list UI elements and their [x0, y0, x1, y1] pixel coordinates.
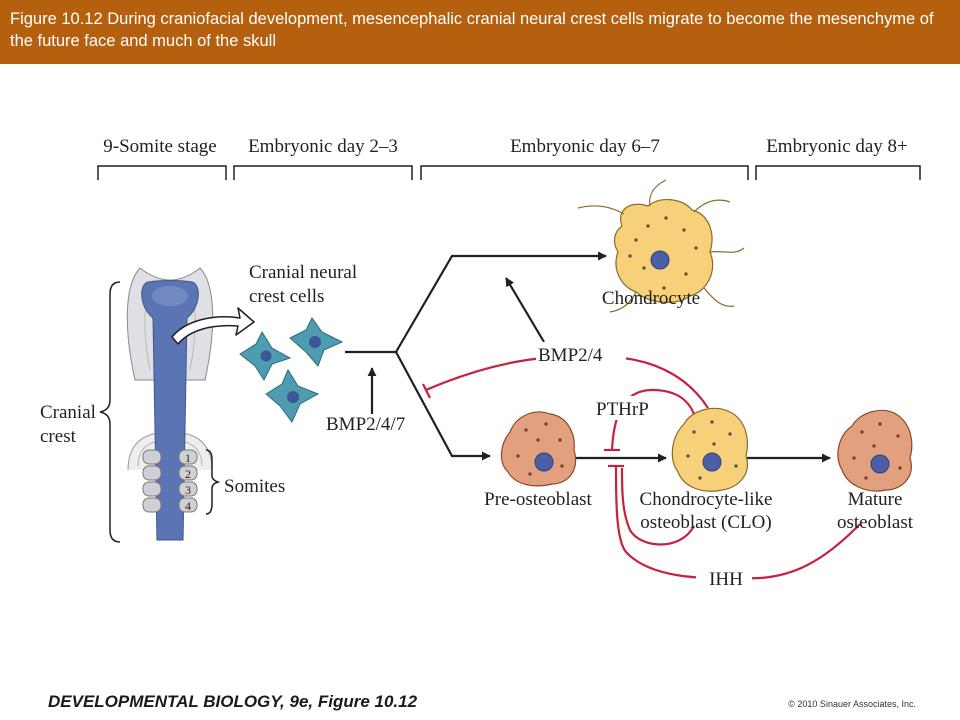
cranial-neural-crest-label: Cranial neural: [249, 262, 357, 283]
neural-tube-highlight: [152, 286, 188, 306]
pthrp-inhibition: [610, 388, 698, 451]
somite-left: [142, 481, 162, 497]
pathway-to-chondrocyte: [395, 251, 607, 353]
ihh-label: IHH: [709, 569, 743, 590]
chondrocyte-cell: [577, 179, 745, 313]
somites: 1 2 3 4: [142, 449, 221, 515]
nucleus: [870, 454, 890, 474]
stage-label: Embryonic day 8+: [766, 136, 908, 157]
mature-osteoblast-label: Mature: [848, 489, 903, 510]
stage-headers: 9-Somite stage Embryonic day 2–3 Embryon…: [97, 136, 921, 180]
migration-arrow: [171, 307, 255, 345]
stage-bracket: [420, 165, 749, 180]
nucleus: [260, 350, 272, 362]
mature-osteoblast-cell: [837, 409, 913, 492]
cranial-crest-bracket: [99, 281, 121, 543]
pre-osteoblast-cell: [500, 411, 577, 487]
somite-right: [178, 465, 198, 481]
ihh-inhibition: [614, 465, 861, 580]
somite-right: [178, 449, 198, 465]
stage-bracket: [97, 165, 227, 180]
somite-number: 3: [185, 483, 191, 497]
clo-pthrp-loop: [620, 467, 695, 546]
stage-bracket: [233, 165, 413, 180]
nucleus: [287, 391, 299, 403]
inhibition-bar: [422, 383, 431, 399]
somite-left: [142, 449, 162, 465]
somite-left: [142, 465, 162, 481]
somite-number: 4: [185, 499, 191, 513]
clo-cell: [671, 407, 749, 492]
figure-caption: Figure 10.12 During craniofacial develop…: [10, 10, 934, 50]
nucleus: [650, 250, 670, 270]
cranial-crest-label: Cranial: [40, 402, 96, 423]
bmp24-label: BMP2/4: [538, 345, 603, 366]
stage-label: Embryonic day 2–3: [248, 136, 398, 157]
somite-number: 1: [185, 451, 191, 465]
chondrocyte-label: Chondrocyte: [602, 288, 700, 309]
cranial-crest-label: crest: [40, 426, 77, 447]
nucleus: [309, 336, 321, 348]
somite-left: [142, 497, 162, 513]
stage-label: Embryonic day 6–7: [510, 136, 660, 157]
somite-right: [178, 497, 198, 513]
somites-label: Somites: [224, 476, 285, 497]
copyright: © 2010 Sinauer Associates, Inc.: [788, 699, 916, 709]
nucleus: [702, 452, 722, 472]
somite-right: [178, 481, 198, 497]
mature-osteoblast-label: osteoblast: [837, 512, 914, 533]
book-title: DEVELOPMENTAL BIOLOGY, 9e, Figure 10.12: [48, 692, 418, 711]
somite-number: 2: [185, 467, 191, 481]
bmp247-label: BMP2/4/7: [326, 414, 405, 435]
bmp24-arrow: [505, 277, 545, 343]
clo-label: Chondrocyte-like: [640, 489, 773, 510]
pathway-to-pre-osteoblast: [395, 351, 491, 461]
neural-crest-cells: [239, 317, 344, 423]
pthrp-label: PTHrP: [596, 399, 649, 420]
craniofacial-diagram: 9-Somite stage Embryonic day 2–3 Embryon…: [40, 136, 921, 590]
pre-osteoblast-label: Pre-osteoblast: [484, 489, 592, 510]
somites-bracket: [205, 449, 221, 515]
nucleus: [534, 452, 554, 472]
stage-bracket: [755, 165, 921, 180]
clo-label: osteoblast (CLO): [640, 512, 771, 533]
stage-label: 9-Somite stage: [103, 136, 216, 157]
cranial-neural-crest-label: crest cells: [249, 286, 324, 307]
caption-banner: Figure 10.12 During craniofacial develop…: [0, 0, 960, 64]
